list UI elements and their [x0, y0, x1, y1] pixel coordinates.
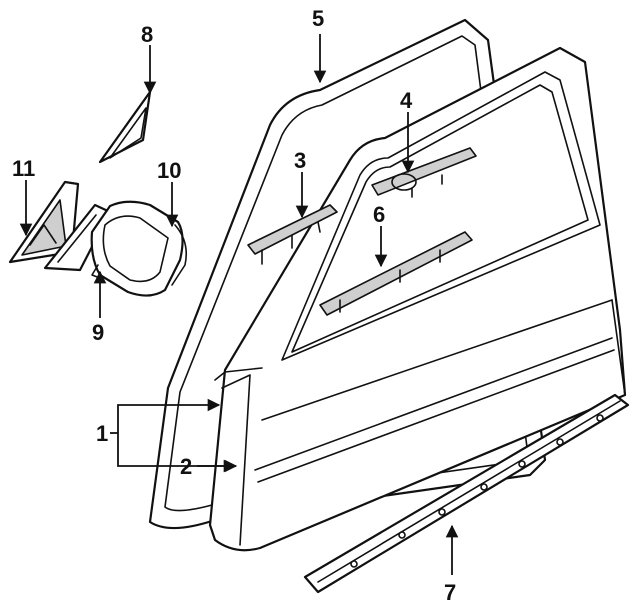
callout-9: 9 — [92, 320, 104, 345]
inner-belt-seal-part — [319, 231, 473, 316]
mirror-cover-part — [8, 180, 80, 264]
door-outer-panel-part — [221, 374, 251, 546]
callout-3: 3 — [294, 148, 306, 173]
callout-11: 11 — [12, 156, 35, 181]
leader-1-lower — [117, 433, 237, 473]
callout-6: 6 — [373, 202, 385, 227]
leader-1-upper — [117, 398, 221, 433]
leader-lines — [19, 34, 459, 575]
callout-7: 7 — [444, 580, 456, 605]
belt-molding-part — [371, 147, 477, 198]
outside-mirror-part — [90, 200, 188, 297]
door-shell-part — [208, 46, 627, 552]
corner-trim-part — [98, 90, 152, 164]
callout-5: 5 — [312, 6, 324, 31]
callout-1: 1 — [96, 421, 108, 446]
callout-labels: 5 8 4 3 11 10 6 9 1 2 7 — [12, 6, 456, 605]
callout-4: 4 — [400, 88, 413, 113]
callout-2: 2 — [180, 454, 192, 479]
callout-10: 10 — [157, 158, 181, 183]
run-channel-part — [247, 204, 338, 265]
callout-8: 8 — [141, 22, 153, 47]
body-side-molding-part — [303, 393, 630, 594]
